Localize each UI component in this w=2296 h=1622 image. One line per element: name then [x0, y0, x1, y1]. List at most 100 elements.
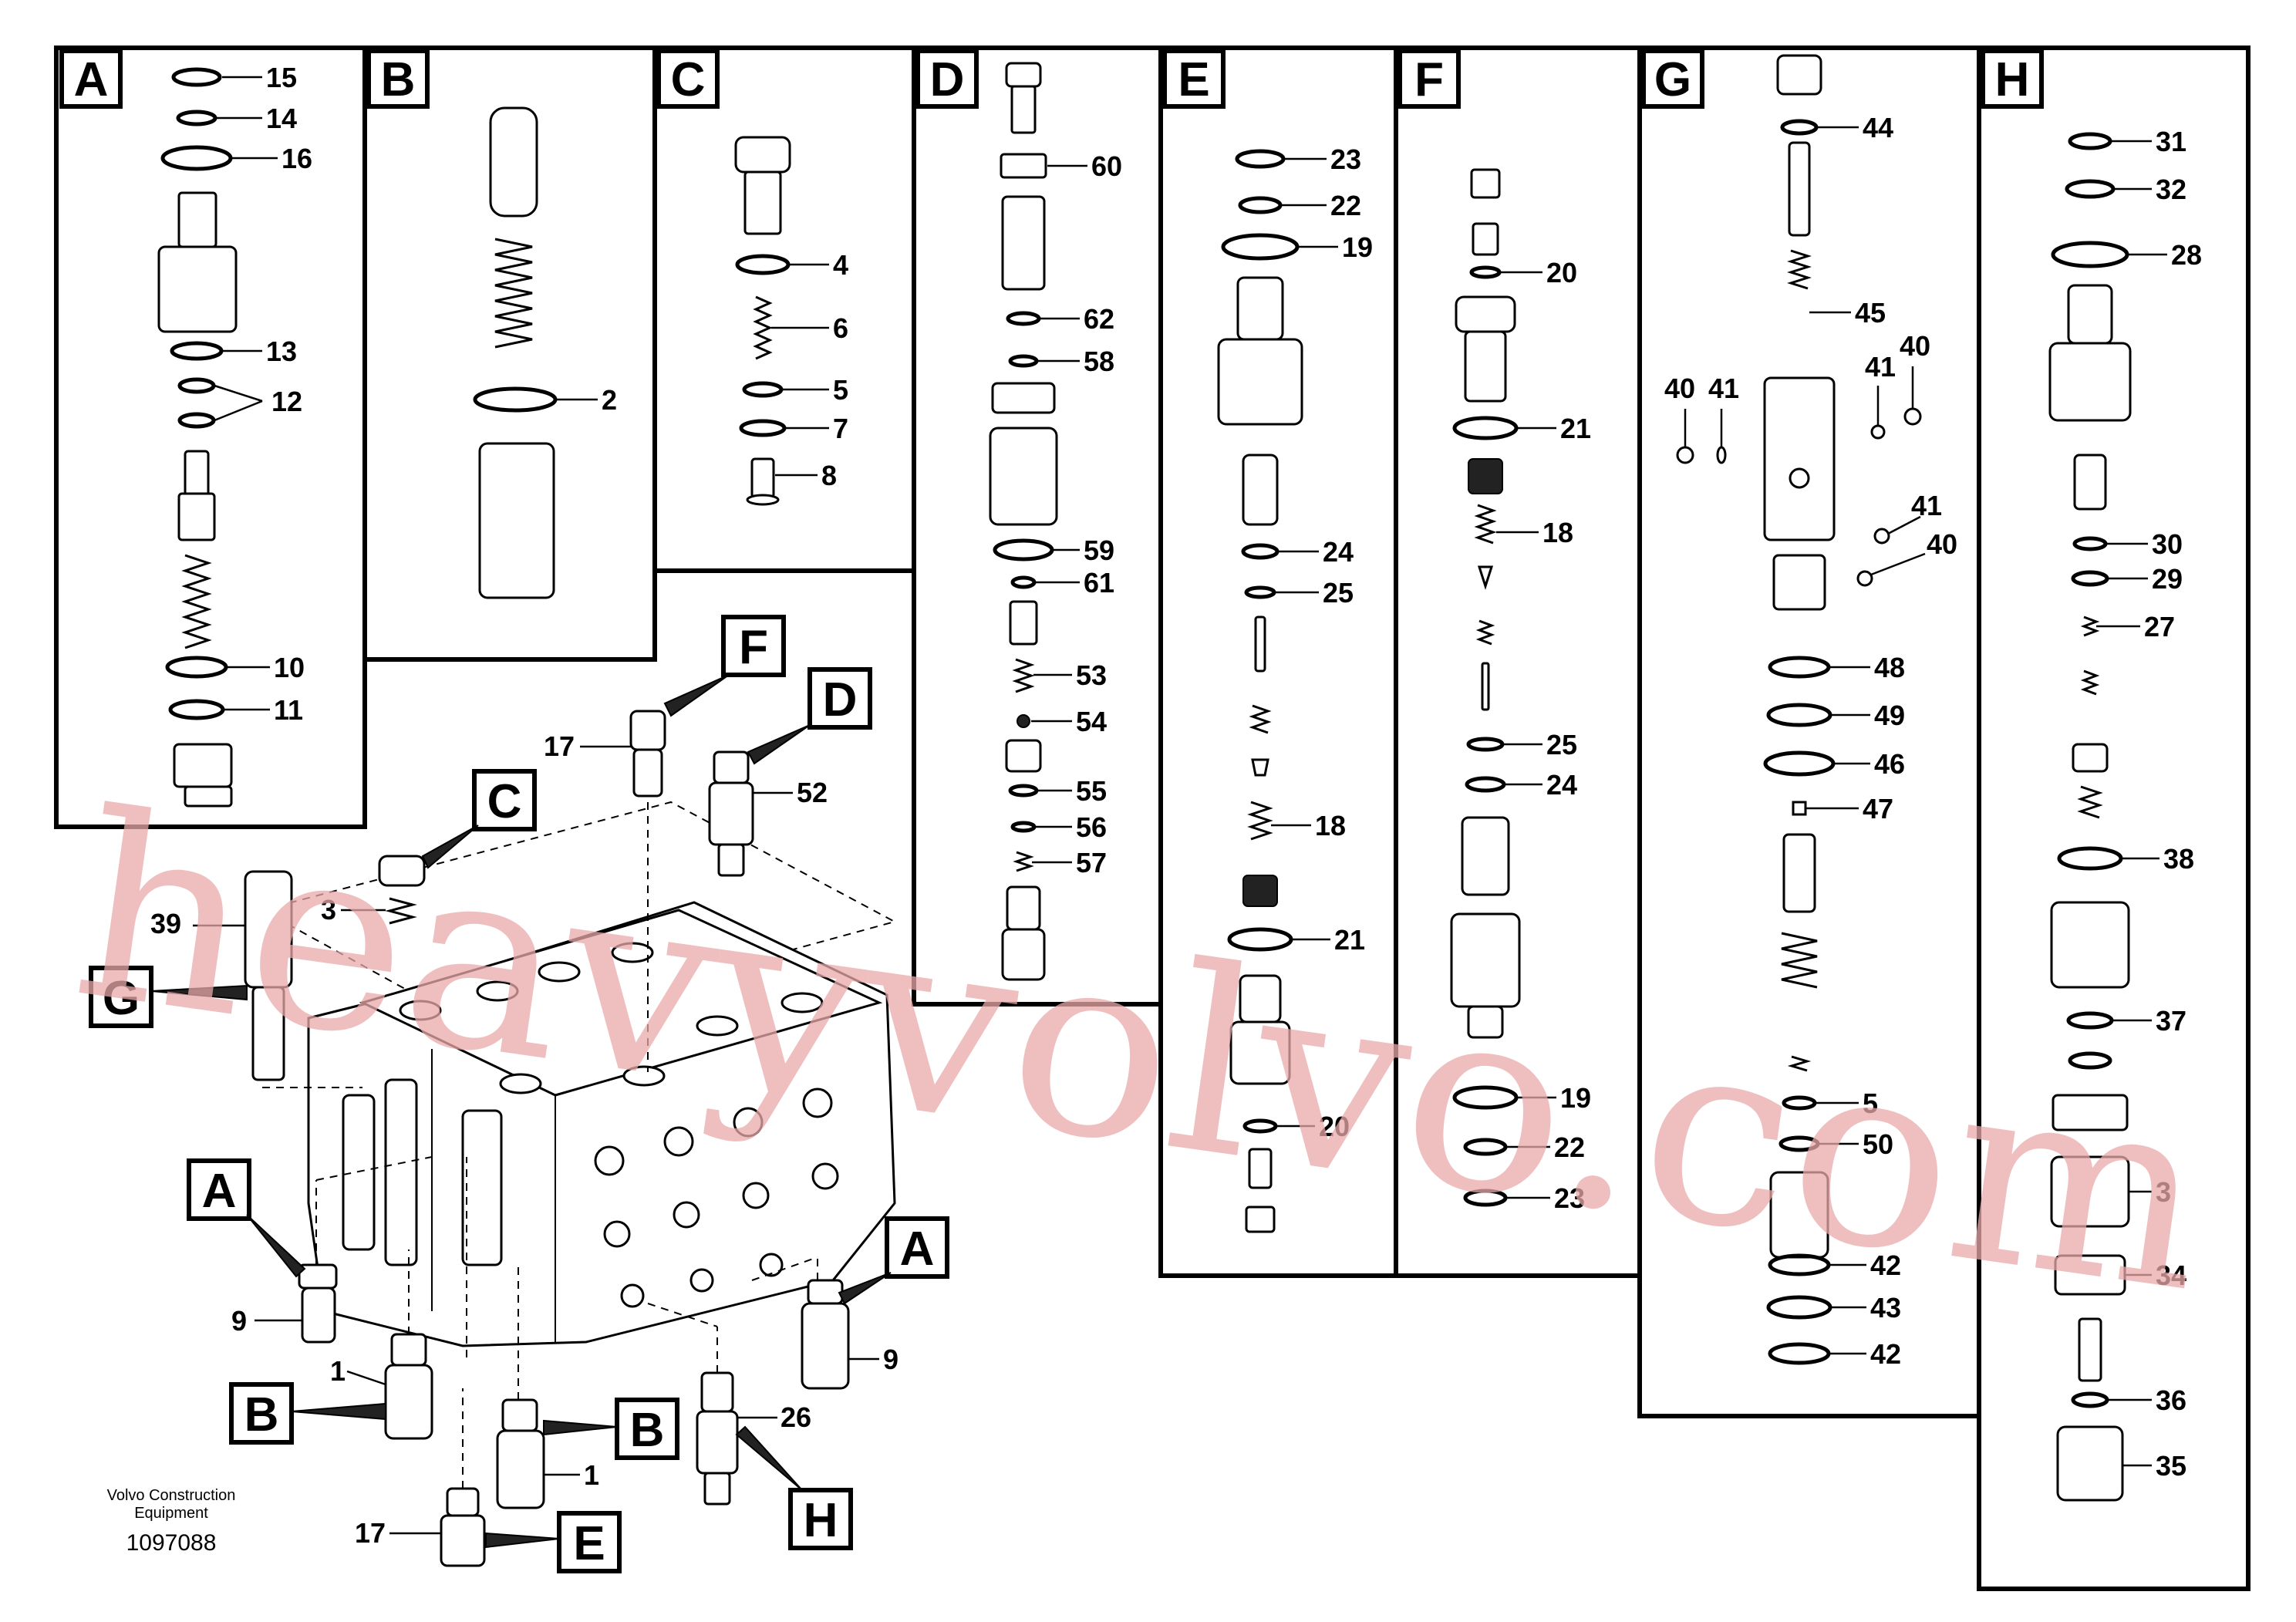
panel-e-parts: [1217, 149, 1303, 1233]
svg-text:3: 3: [2156, 1176, 2171, 1208]
svg-text:38: 38: [2163, 843, 2194, 875]
assembly-tag-g: G: [89, 966, 248, 1028]
panel-c-callouts: 4 6 5 7 8: [771, 249, 848, 491]
svg-text:C: C: [487, 775, 522, 828]
assembly-tag-b-left: B: [229, 1382, 386, 1445]
svg-text:42: 42: [1870, 1249, 1901, 1281]
svg-text:10: 10: [274, 652, 305, 683]
svg-text:26: 26: [781, 1401, 811, 1433]
panel-c-parts: [734, 136, 791, 506]
panel-g-letter: G: [1641, 49, 1704, 109]
panel-f-letter: F: [1397, 49, 1461, 109]
svg-text:31: 31: [2156, 126, 2186, 157]
panel-e-letter: E: [1162, 49, 1226, 109]
svg-text:C: C: [671, 53, 706, 106]
svg-text:1: 1: [584, 1459, 599, 1491]
svg-text:53: 53: [1076, 659, 1107, 691]
svg-text:40: 40: [1664, 373, 1695, 404]
svg-text:40: 40: [1927, 528, 1957, 560]
svg-text:F: F: [739, 621, 768, 674]
panel-c-letter: C: [656, 49, 720, 109]
panel-b-letter: B: [366, 49, 430, 109]
svg-text:A: A: [74, 53, 109, 106]
svg-text:46: 46: [1874, 748, 1905, 780]
svg-text:E: E: [573, 1517, 605, 1570]
panel-g-callouts: 44 45 40 41 41 40 41 40 48 49 46 47 5 50…: [1664, 112, 1957, 1370]
panel-letter-boxes: A B C D E F G H: [59, 49, 2044, 109]
svg-text:49: 49: [1874, 700, 1905, 731]
svg-text:40: 40: [1900, 330, 1930, 362]
panel-a-callouts: 15 14 16 13 12 10 11: [214, 62, 312, 726]
svg-text:41: 41: [1865, 351, 1896, 383]
svg-text:45: 45: [1855, 297, 1886, 329]
svg-text:34: 34: [2156, 1259, 2186, 1291]
svg-text:59: 59: [1084, 534, 1114, 566]
svg-text:D: D: [930, 53, 965, 106]
svg-text:B: B: [630, 1404, 665, 1457]
svg-text:57: 57: [1076, 847, 1107, 878]
svg-text:43: 43: [1870, 1292, 1901, 1324]
svg-text:54: 54: [1076, 706, 1107, 737]
svg-text:62: 62: [1084, 303, 1114, 335]
svg-text:18: 18: [1542, 517, 1573, 548]
svg-text:37: 37: [2156, 1005, 2186, 1037]
svg-text:56: 56: [1076, 811, 1107, 843]
svg-text:35: 35: [2156, 1450, 2186, 1482]
svg-text:9: 9: [883, 1344, 899, 1375]
assembly-tag-a-right: A: [838, 1216, 949, 1305]
svg-text:21: 21: [1334, 924, 1365, 956]
svg-text:21: 21: [1560, 413, 1591, 444]
svg-text:22: 22: [1554, 1131, 1585, 1163]
svg-text:B: B: [381, 53, 416, 106]
assembly-tag-f: F: [663, 615, 786, 717]
svg-text:1097088: 1097088: [126, 1530, 217, 1556]
panel-d-callouts: 60 62 58 59 61 53 54 55 56 57: [1031, 150, 1122, 878]
svg-text:D: D: [823, 673, 858, 727]
svg-text:G: G: [1654, 53, 1691, 106]
svg-text:11: 11: [274, 694, 303, 726]
svg-text:27: 27: [2144, 611, 2175, 642]
panel-frames: [54, 46, 2250, 1591]
svg-text:30: 30: [2152, 528, 2183, 560]
panel-b-callouts: 2: [557, 384, 617, 416]
panel-h-callouts: 31 32 28 30 29 27 38 37 3 34 36 35: [2096, 126, 2202, 1482]
svg-text:A: A: [900, 1222, 935, 1276]
panel-a-letter: A: [59, 49, 123, 109]
svg-text:9: 9: [231, 1305, 247, 1337]
svg-text:B: B: [244, 1388, 279, 1442]
main-valve-assembly: [260, 801, 897, 1347]
panel-f-callouts: 20 21 18 25 24 19 22 23: [1496, 257, 1591, 1214]
assembly-tags: F D C G A A B: [89, 615, 949, 1573]
svg-text:44: 44: [1863, 112, 1893, 143]
svg-text:A: A: [202, 1165, 237, 1218]
svg-text:39: 39: [150, 908, 181, 939]
svg-text:16: 16: [282, 143, 312, 174]
svg-text:48: 48: [1874, 652, 1905, 683]
svg-text:20: 20: [1319, 1111, 1350, 1142]
svg-text:G: G: [103, 972, 140, 1025]
svg-text:8: 8: [821, 460, 837, 491]
assembly-tag-b-right: B: [543, 1398, 679, 1460]
svg-text:18: 18: [1315, 810, 1346, 841]
svg-text:H: H: [1995, 53, 2030, 106]
assembly-tag-a-left: A: [187, 1158, 306, 1278]
assembly-subparts: [244, 710, 850, 1567]
panel-h-parts: [2048, 132, 2132, 1502]
svg-text:5: 5: [1863, 1088, 1878, 1119]
panel-a-parts: [157, 67, 238, 808]
panel-b-parts: [473, 106, 558, 599]
assembly-callouts: 17 52 39 3 9 9 1 1 26 17: [150, 730, 899, 1549]
svg-text:23: 23: [1330, 143, 1361, 175]
svg-text:25: 25: [1546, 729, 1577, 760]
svg-text:5: 5: [833, 374, 848, 406]
assembly-tag-d: D: [747, 667, 872, 765]
svg-text:6: 6: [833, 312, 848, 344]
panel-d-letter: D: [915, 49, 979, 109]
svg-text:41: 41: [1911, 490, 1942, 521]
svg-text:19: 19: [1342, 231, 1373, 263]
svg-text:22: 22: [1330, 190, 1361, 221]
panel-e-callouts: 23 22 19 24 25 18 21 20: [1271, 143, 1373, 1142]
svg-text:20: 20: [1546, 257, 1577, 288]
svg-text:29: 29: [2152, 563, 2183, 595]
